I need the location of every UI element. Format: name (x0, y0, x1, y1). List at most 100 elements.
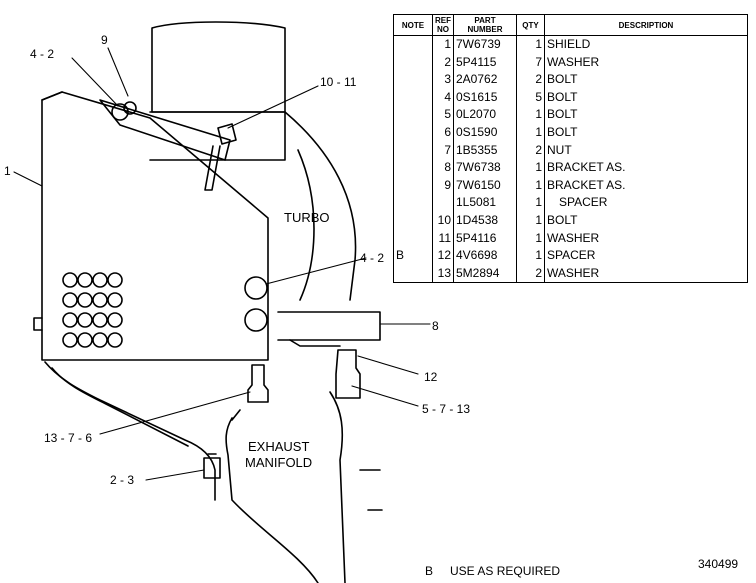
exhaust-manifold (225, 391, 346, 583)
cell-qty: 1 (516, 211, 545, 230)
cell-ref-no: 3 (432, 71, 454, 89)
footer-note-text: USE AS REQUIRED (450, 564, 561, 578)
cell-qty: 1 (516, 247, 545, 265)
cell-ref-no (432, 194, 454, 212)
cell-qty: 7 (516, 53, 545, 72)
bolt-2-3 (203, 453, 221, 479)
leader-10-11 (227, 85, 319, 129)
cell-ref-no: 7 (432, 141, 454, 160)
turbo-housing-cylinder (151, 21, 286, 113)
cell-qty: 2 (516, 264, 545, 284)
cell-part-number: 2A0762 (453, 71, 517, 89)
cell-description: BOLT (544, 106, 748, 124)
cell-part-number: 7W6738 (453, 159, 517, 177)
shield-hole-lower (244, 308, 268, 332)
callout-10-11: 10 - 11 (320, 75, 357, 89)
cell-description: BRACKET AS. (544, 159, 748, 177)
cell-note (393, 106, 433, 124)
table-header-row: NOTE REF NO PART NUMBER QTY DESCRIPTION (393, 14, 748, 36)
col-header-note: NOTE (393, 14, 433, 36)
bolt-13-7-6 (247, 364, 269, 403)
cell-part-number: 0L2070 (453, 106, 517, 124)
cell-note (393, 264, 433, 284)
cell-note (393, 194, 433, 212)
cell-ref-no: 8 (432, 159, 454, 177)
cell-part-number: 7W6150 (453, 176, 517, 195)
cell-ref-no: 12 (432, 247, 454, 265)
cell-ref-no: 13 (432, 264, 454, 284)
leader-4-2-top (71, 57, 119, 107)
cell-ref-no: 6 (432, 123, 454, 142)
cell-qty: 1 (516, 159, 545, 177)
leader-4-2-mid (265, 257, 367, 285)
callout-4-2-top: 4 - 2 (30, 47, 54, 61)
cell-note (393, 53, 433, 72)
cell-qty: 1 (516, 194, 545, 212)
cell-description: WASHER (544, 229, 748, 248)
cell-description: BOLT (544, 88, 748, 107)
turbo-body (284, 111, 357, 301)
cell-part-number: 5M2894 (453, 264, 517, 284)
callout-12: 12 (424, 370, 438, 384)
cell-note (393, 141, 433, 160)
col-header-qty: QTY (516, 14, 545, 36)
cell-description: NUT (544, 141, 748, 160)
label-turbo: TURBO (284, 210, 330, 225)
parts-list-table: NOTE REF NO PART NUMBER QTY DESCRIPTION … (393, 14, 748, 284)
cell-ref-no: 1 (432, 35, 454, 54)
cell-description: BOLT (544, 71, 748, 89)
cell-ref-no: 4 (432, 88, 454, 107)
cell-note (393, 35, 433, 54)
cell-part-number: 4V6698 (453, 247, 517, 265)
vent-hole-grid (62, 272, 123, 348)
callout-8: 8 (432, 319, 439, 333)
cell-qty: 1 (516, 106, 545, 124)
callout-2-3: 2 - 3 (110, 473, 134, 487)
cell-ref-no: 9 (432, 176, 454, 195)
drawing-number: 340499 (698, 557, 739, 571)
bolt-5-7-13 (335, 349, 361, 399)
leader-2-3 (145, 469, 205, 481)
callout-4-2-mid: 4 - 2 (360, 251, 384, 265)
cell-qty: 1 (516, 229, 545, 248)
cell-note (393, 159, 433, 177)
cell-ref-no: 2 (432, 53, 454, 72)
cell-ref-no: 5 (432, 106, 454, 124)
cell-description: WASHER (544, 53, 748, 72)
cell-description: BRACKET AS. (544, 176, 748, 195)
callout-1: 1 (4, 164, 11, 178)
col-header-ref-no: REF NO (432, 14, 454, 36)
leader-9 (107, 47, 129, 97)
leader-13-7-6 (99, 391, 251, 435)
cell-description: BOLT (544, 211, 748, 230)
cell-description: WASHER (544, 264, 748, 284)
cell-description: SPACER (544, 247, 748, 265)
cell-part-number: 5P4115 (453, 53, 517, 72)
cell-note (393, 71, 433, 89)
cell-qty: 5 (516, 88, 545, 107)
leader-5-7-13 (351, 385, 419, 407)
callout-13-7-6: 13 - 7 - 6 (44, 431, 92, 445)
cell-part-number: 0S1615 (453, 88, 517, 107)
cell-part-number: 5P4116 (453, 229, 517, 248)
label-manifold: MANIFOLD (245, 455, 312, 470)
cell-qty: 1 (516, 176, 545, 195)
bolt-10 (204, 123, 237, 191)
leader-12 (357, 355, 419, 375)
callout-9: 9 (101, 33, 108, 47)
side-stud (33, 317, 43, 331)
